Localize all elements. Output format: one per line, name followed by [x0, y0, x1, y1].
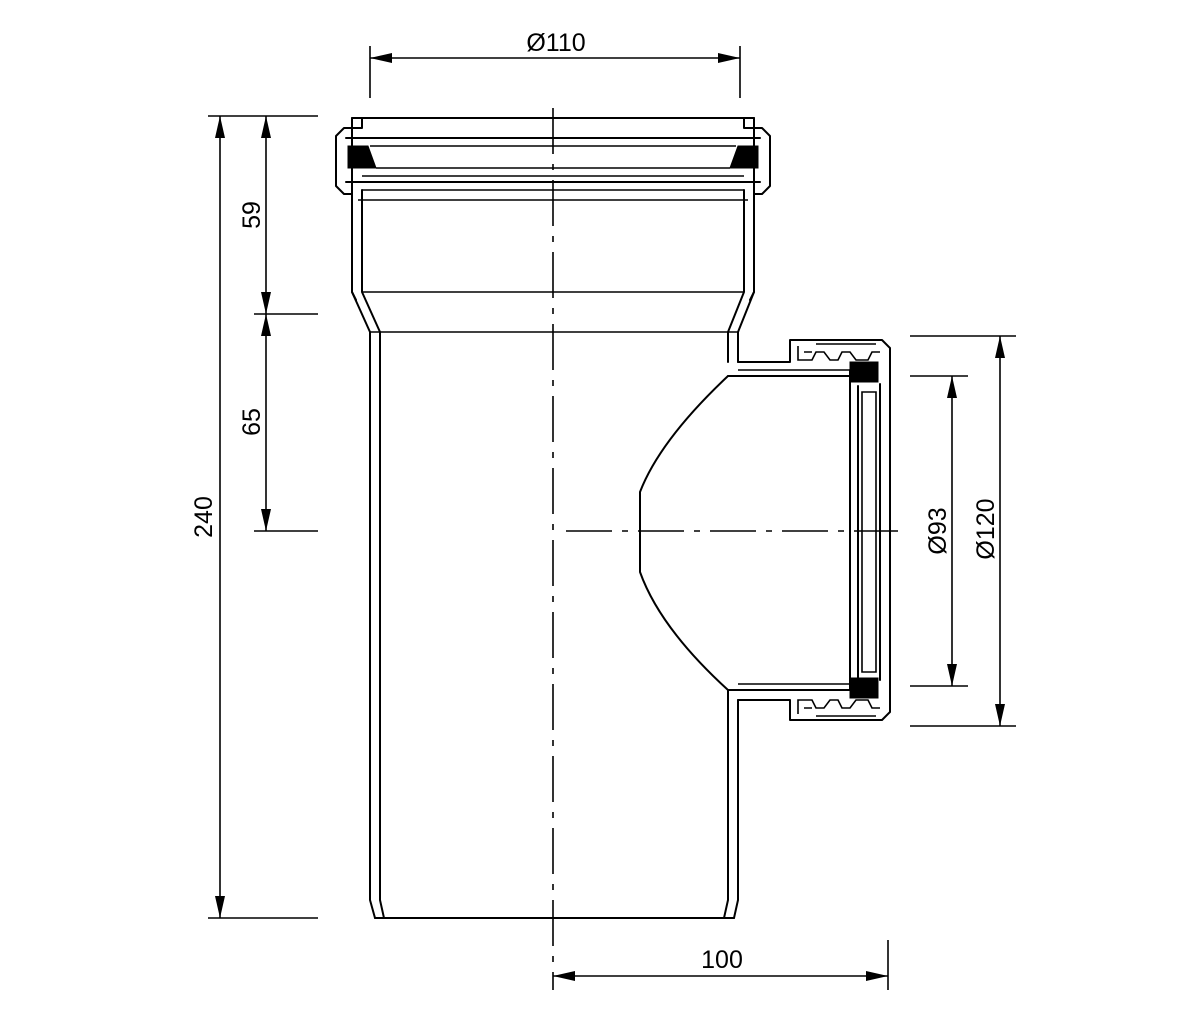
top-seal-right: [729, 145, 759, 169]
dim-branch-inner-label: Ø93: [924, 507, 952, 554]
top-seal-left: [347, 145, 377, 169]
dim-top-diameter-label: Ø110: [526, 29, 585, 57]
dim-branch-outer: Ø120: [910, 335, 1016, 727]
dim-branch-axis-label: 65: [238, 408, 266, 436]
branch: [639, 339, 891, 721]
branch-seal-top: [849, 361, 879, 383]
dim-total-height: 240: [190, 115, 318, 919]
branch-seal-bottom: [849, 677, 879, 699]
dim-socket-depth-label: 59: [238, 201, 266, 229]
dim-branch-offset: 100: [553, 940, 889, 990]
dim-total-height-label: 240: [190, 496, 218, 538]
main-pipe: [351, 117, 755, 919]
dim-branch-offset-label: 100: [701, 946, 743, 974]
dim-branch-inner: Ø93: [910, 375, 968, 687]
dim-branch-axis: 65: [238, 314, 318, 532]
dim-branch-outer-label: Ø120: [972, 498, 1000, 559]
dim-top-diameter: Ø110: [369, 29, 741, 98]
center-lines: [552, 108, 898, 990]
dim-socket-depth: 59: [238, 116, 318, 315]
